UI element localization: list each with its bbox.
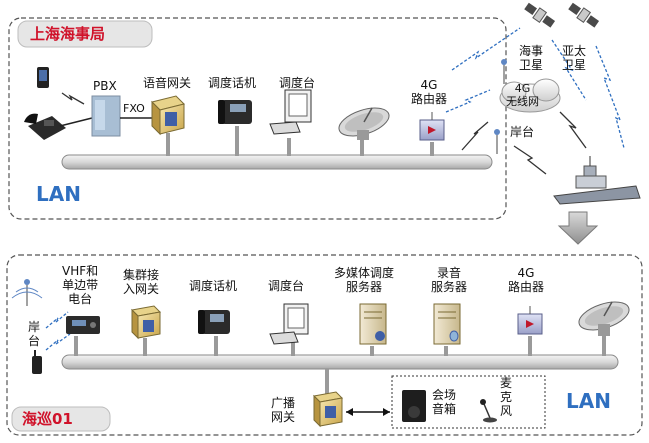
maritime-satellite-icon: [524, 2, 556, 28]
handheld-radio-icon: [32, 350, 42, 374]
top-section-frame: [8, 17, 507, 220]
pbx-icon: [91, 95, 121, 137]
pbx-label: PBX: [93, 79, 117, 93]
phone-pbx-link: [59, 117, 93, 127]
router-4g-bottom-icon: [517, 306, 543, 335]
apstar-satellite-icon: [568, 2, 600, 28]
venue-speaker-label: 会场 音箱: [432, 388, 457, 416]
cloud-ship-link: [559, 111, 587, 149]
satellite-dish-bottom-icon: [578, 301, 630, 336]
shore-antenna-icon: [494, 59, 507, 154]
desk-phone-icon: [24, 113, 66, 140]
speaker-icon: [402, 390, 426, 422]
radio-wireless-link: [45, 311, 69, 329]
fxo-label: FXO: [123, 102, 145, 115]
shore-ship-link: [513, 145, 547, 175]
ip-phone-icon: [218, 100, 252, 124]
shore-station-label: 岸台: [510, 125, 535, 139]
satellite-ship-link-1: [551, 39, 587, 101]
bottom-dispatch-console-label: 调度台: [268, 279, 305, 293]
wireless-link-icon: [61, 92, 85, 105]
bottom-dispatch-phone-label: 调度话机: [189, 279, 238, 293]
router-4g-icon: [419, 112, 445, 141]
satellite-link-1: [451, 27, 521, 71]
microphone-icon: [480, 399, 497, 423]
recording-server-icon: [433, 303, 461, 345]
mobile-phone-icon: [37, 67, 49, 88]
trunk-gateway-label: 集群接 入网关: [123, 268, 160, 296]
satellite-dish-icon: [338, 107, 390, 140]
ship-icon: [553, 156, 641, 205]
console-monitor-icon: [269, 89, 312, 135]
shore-antenna-left-icon: [11, 279, 43, 306]
broadcast-link-arrow: [346, 408, 390, 416]
maritime-satellite-label: 海事 卫星: [519, 44, 544, 72]
multimedia-server-label: 多媒体调度 服务器: [334, 266, 395, 294]
router-wireless-link: [445, 89, 491, 113]
top-dispatch-console-label: 调度台: [279, 76, 316, 90]
top-section-title-box: [17, 20, 153, 48]
bottom-lan-label: LAN: [566, 389, 611, 413]
bottom-section-title: 海巡01: [22, 410, 73, 428]
bottom-router-label: 4G 路由器: [508, 266, 545, 294]
microphone-label: 麦 克 风: [500, 376, 513, 418]
apstar-satellite-label: 亚太 卫星: [562, 44, 587, 72]
handheld-wireless-link: [45, 333, 71, 351]
voice-gateway-label: 语音网关: [143, 76, 192, 90]
bottom-shore-label: 岸 台: [28, 320, 41, 348]
wireless-cloud-icon: [499, 78, 561, 113]
voice-gateway-icon: [151, 95, 185, 136]
broadcast-gateway-icon: [312, 391, 344, 428]
bottom-section-frame: [6, 254, 643, 436]
vhf-radio-label: VHF和 单边带 电台: [62, 264, 99, 306]
recording-server-label: 录音 服务器: [431, 266, 468, 294]
trunk-gateway-icon: [130, 305, 162, 340]
wireless-cloud-label: 4G 无线网: [506, 82, 539, 108]
bottom-lan-bus: [61, 354, 619, 370]
top-router-label: 4G 路由器: [411, 78, 448, 106]
console-monitor-bottom-icon: [269, 303, 309, 345]
ip-phone-bottom-icon: [198, 310, 230, 334]
satellite-ship-link-2: [595, 45, 625, 149]
top-dispatch-phone-label: 调度话机: [208, 76, 257, 90]
bottom-section-title-box: [11, 406, 111, 432]
broadcast-gateway-label: 广播 网关: [271, 396, 296, 424]
top-lan-bus: [61, 154, 493, 170]
multimedia-server-icon: [359, 303, 387, 345]
down-arrow-icon: [557, 211, 599, 245]
router-shore-link: [461, 121, 489, 151]
top-section-title: 上海海事局: [30, 25, 106, 43]
top-lan-label: LAN: [36, 182, 81, 206]
speaker-mic-box: [391, 375, 546, 429]
vhf-radio-icon: [66, 316, 100, 334]
